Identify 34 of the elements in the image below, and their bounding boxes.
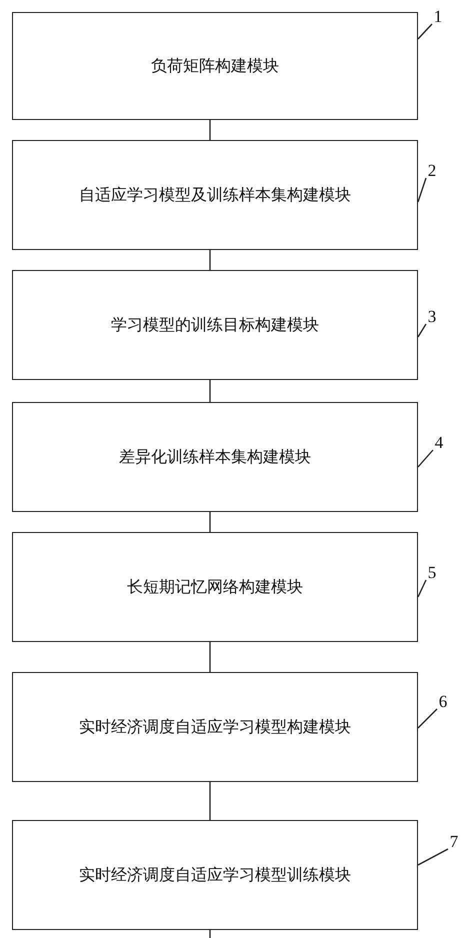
- connector-line: [209, 380, 211, 402]
- leader-line: [418, 24, 432, 40]
- connector-line: [209, 250, 211, 270]
- connector-line: [209, 642, 211, 672]
- callout-number: 2: [424, 160, 440, 182]
- module-box: [12, 12, 418, 120]
- module-box: [12, 532, 418, 642]
- callout-number: 6: [435, 691, 451, 713]
- leader-line: [418, 708, 438, 728]
- connector-line: [209, 512, 211, 532]
- module-box: [12, 140, 418, 250]
- leader-line: [417, 324, 427, 338]
- module-box: [12, 820, 418, 930]
- leader-line: [418, 450, 434, 468]
- module-label: 自适应学习模型及训练样本集构建模块: [79, 184, 351, 206]
- module-label: 负荷矩阵构建模块: [151, 56, 279, 76]
- callout-number: 5: [424, 562, 440, 584]
- callout-number: 4: [431, 432, 447, 454]
- callout-number: 3: [424, 306, 440, 328]
- module-box: [12, 402, 418, 512]
- module-label: 实时经济调度自适应学习模型构建模块: [79, 716, 351, 738]
- module-label: 差异化训练样本集构建模块: [119, 446, 311, 468]
- callout-number: 1: [430, 6, 446, 28]
- leader-line: [417, 580, 427, 598]
- callout-number: 7: [446, 831, 462, 853]
- module-box: [12, 672, 418, 782]
- leader-line: [417, 178, 427, 202]
- module-box: [12, 270, 418, 380]
- connector-line: [209, 120, 211, 140]
- leader-line: [418, 848, 448, 866]
- module-label: 实时经济调度自适应学习模型训练模块: [79, 864, 351, 886]
- module-label: 学习模型的训练目标构建模块: [111, 314, 319, 336]
- connector-line: [209, 782, 211, 820]
- module-label: 长短期记忆网络构建模块: [127, 576, 303, 598]
